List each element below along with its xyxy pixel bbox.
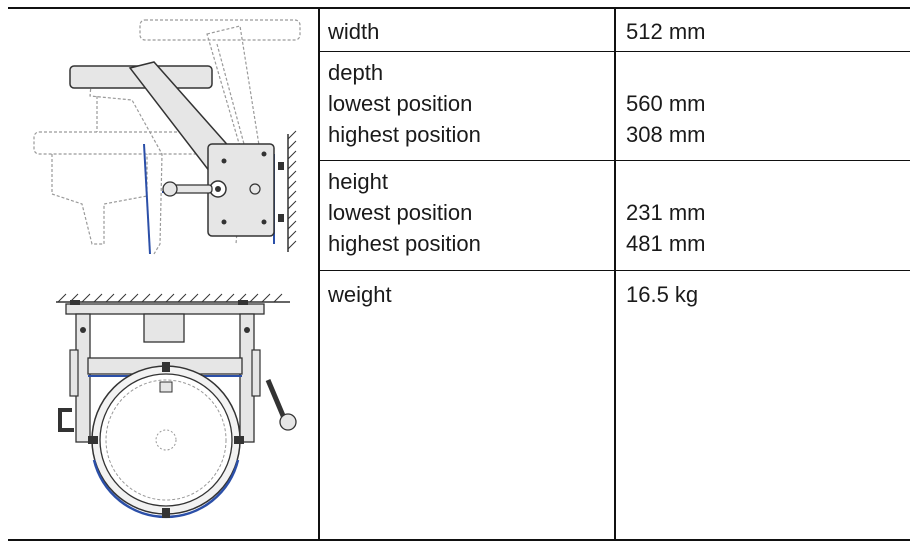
spec-label-depth-lowest: lowest position <box>328 91 473 116</box>
spec-label-weight: weight <box>328 282 392 307</box>
spec-value-height-lowest: 231 mm <box>626 200 706 225</box>
spec-label-depth: depth <box>328 60 384 85</box>
spec-label-height: height <box>328 169 388 194</box>
row-divider <box>318 160 910 161</box>
row-divider <box>318 270 910 271</box>
spec-label-depth-highest: highest position <box>328 122 481 147</box>
column-divider-image <box>318 7 320 541</box>
spec-label-height-highest: highest position <box>328 231 481 256</box>
spec-value-depth-highest: 308 mm <box>626 122 706 147</box>
arm-side-view-icon <box>33 19 301 255</box>
arm-front-view-icon <box>56 293 297 519</box>
spec-value-depth-lowest: 560 mm <box>626 91 706 116</box>
table-top-rule <box>8 7 910 9</box>
column-divider-values <box>614 7 616 541</box>
spec-label-width: width <box>328 19 380 44</box>
spec-value-width: 512 mm <box>626 19 706 44</box>
spec-label-height-lowest: lowest position <box>328 200 473 225</box>
table-bottom-rule <box>8 539 910 541</box>
spec-value-weight: 16.5 kg <box>626 282 699 307</box>
spec-value-height-highest: 481 mm <box>626 231 706 256</box>
row-divider <box>318 51 910 52</box>
